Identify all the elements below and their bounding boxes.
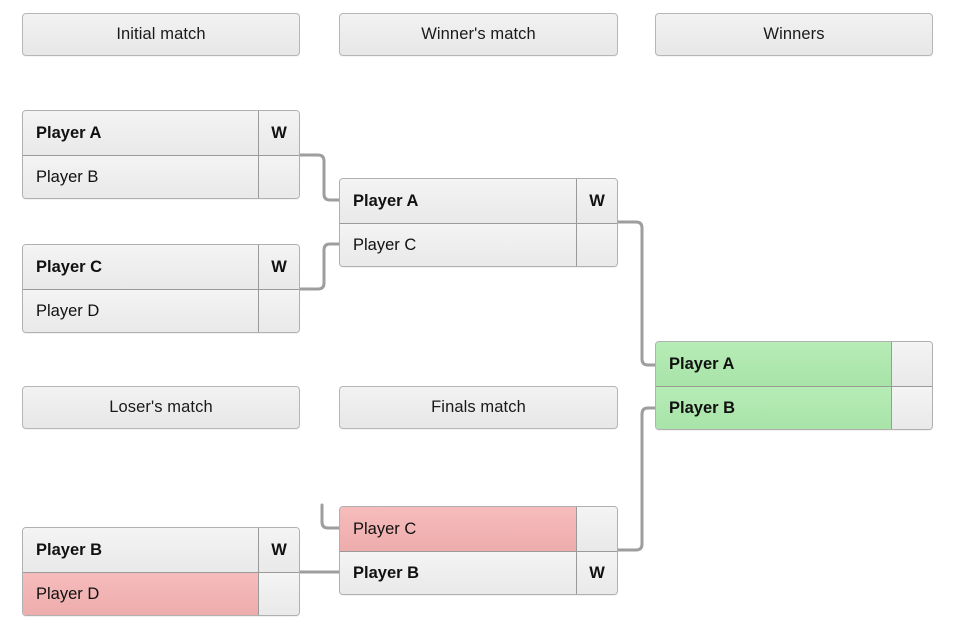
player-name[interactable]: Player C xyxy=(23,245,259,289)
stage-header-label: Winner's match xyxy=(421,25,536,43)
winner-mark-empty xyxy=(577,224,617,266)
match-slot-row[interactable]: Player B xyxy=(656,386,932,429)
match-slot-row[interactable]: Player C xyxy=(340,507,617,551)
stage-header-label: Initial match xyxy=(116,25,206,43)
stage-header-losers-match: Loser's match xyxy=(22,386,300,429)
winner-mark-empty xyxy=(892,387,932,429)
player-name[interactable]: Player B xyxy=(340,552,577,594)
connector-winnersloser-to-finals xyxy=(320,503,341,530)
winner-mark: W xyxy=(259,111,299,155)
match-slot-row[interactable]: Player C xyxy=(340,223,617,266)
winner-mark: W xyxy=(577,552,617,594)
winner-mark: W xyxy=(259,528,299,572)
winner-mark: W xyxy=(577,179,617,223)
player-name[interactable]: Player B xyxy=(23,156,259,198)
player-name[interactable]: Player B xyxy=(23,528,259,572)
player-name[interactable]: Player C xyxy=(340,224,577,266)
connector-initial1-to-winners xyxy=(298,153,341,202)
stage-header-winners: Winners xyxy=(655,13,933,56)
match-slot-row[interactable]: Player B xyxy=(23,155,299,198)
winner-mark-empty xyxy=(892,342,932,386)
player-name[interactable]: Player A xyxy=(23,111,259,155)
winner-mark-empty xyxy=(577,507,617,551)
winner-mark-empty xyxy=(259,156,299,198)
match-slot-row[interactable]: Player A xyxy=(656,342,932,386)
connector-winners-to-podium xyxy=(616,220,657,367)
player-name[interactable]: Player A xyxy=(656,342,892,386)
stage-header-label: Loser's match xyxy=(109,398,213,416)
match-slot-row[interactable]: Player D xyxy=(23,289,299,332)
player-name[interactable]: Player A xyxy=(340,179,577,223)
winner-mark: W xyxy=(259,245,299,289)
player-name[interactable]: Player D xyxy=(23,290,259,332)
stage-header-initial-match: Initial match xyxy=(22,13,300,56)
winner-mark-empty xyxy=(259,290,299,332)
player-name[interactable]: Player D xyxy=(23,573,259,615)
connector-finals-to-podium xyxy=(616,406,657,552)
player-name[interactable]: Player C xyxy=(340,507,577,551)
stage-header-winners-match: Winner's match xyxy=(339,13,618,56)
stage-header-label: Finals match xyxy=(431,398,526,416)
player-name[interactable]: Player B xyxy=(656,387,892,429)
match-slot-row[interactable]: Player D xyxy=(23,572,299,615)
stage-header-label: Winners xyxy=(763,25,825,43)
stage-header-finals-match: Finals match xyxy=(339,386,618,429)
winner-mark-empty xyxy=(259,573,299,615)
connector-initial2-to-winners xyxy=(298,242,341,291)
